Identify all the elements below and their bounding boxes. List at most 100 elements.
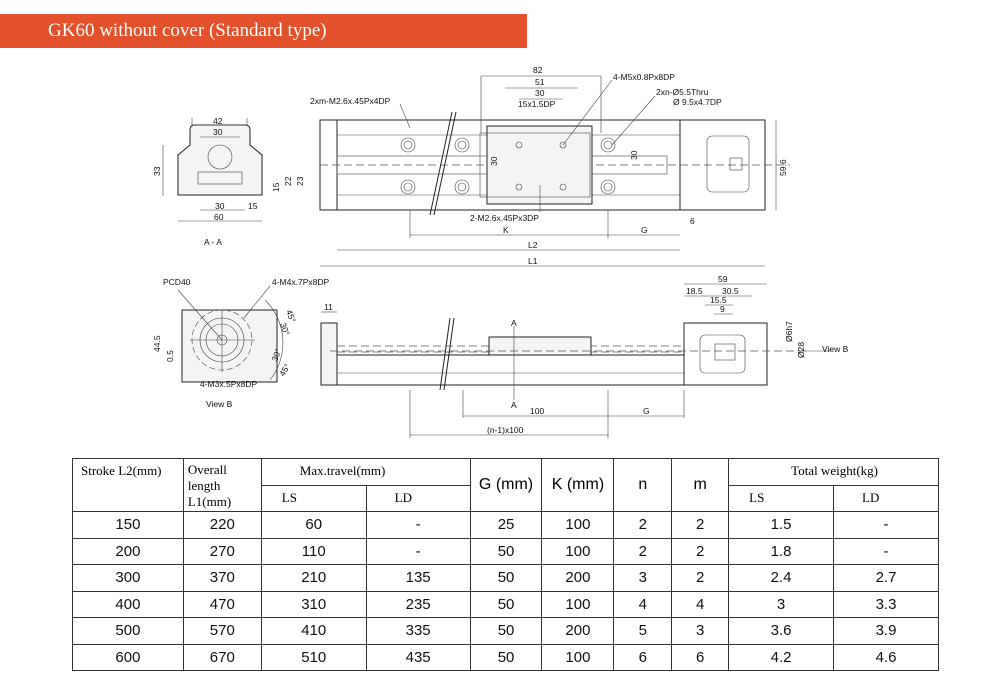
dimension-label: 4-M4x.7Px8DP [272,277,329,287]
cell-weight-ls: 1.8 [728,537,835,565]
cell-n: 4 [613,590,673,618]
cell-g: 50 [469,537,543,565]
cell-travel-ls: 410 [260,617,367,645]
dimension-label: K [503,225,509,235]
dimension-label: 59.6 [778,159,788,176]
dimension-label: (n-1)x100 [487,425,524,435]
dimension-label: 82 [533,65,543,75]
dimension-label: 42 [213,116,223,126]
cell-travel-ls: 110 [260,537,367,565]
dimension-label: 4-M5x0.8Px8DP [613,72,675,82]
dimension-label: 30.5 [722,286,739,296]
cell-stroke: 500 [72,617,184,645]
cell-n: 6 [613,643,673,671]
cell-g: 50 [469,564,543,592]
dimension-label: G [643,406,650,416]
cell-weight-ld: - [833,511,939,539]
dimension-label: 30 [215,201,225,211]
cell-overall-length: 570 [182,617,262,645]
header-k: K (mm) [541,458,615,512]
dimension-label: Ø 9.5x4.7DP [673,97,722,107]
dimension-label: 45° [284,308,298,324]
cell-travel-ls: 310 [260,590,367,618]
cell-n: 2 [613,511,673,539]
section-a-a: 42 30 33 15 22 23 30 15 60 A - A [152,116,305,247]
header-travel-ls: LS [260,485,367,512]
cell-weight-ld: 3.9 [833,617,939,645]
cell-travel-ld: 435 [365,643,471,671]
dimension-label: 51 [535,77,545,87]
cell-weight-ld: 3.3 [833,590,939,618]
dimension-label: 6 [690,216,695,226]
dimension-label: 30° [278,321,292,337]
dimension-label: View B [206,399,233,409]
cell-travel-ld: 235 [365,590,471,618]
dimension-label: 30 [629,150,639,160]
cell-k: 200 [541,564,615,592]
dimension-label: L1 [528,256,538,266]
cell-n: 3 [613,564,673,592]
dimension-label: 11 [324,302,333,312]
header-weight-ld: LD [833,485,939,512]
cell-weight-ld: 4.6 [833,643,939,671]
cell-stroke: 400 [72,590,184,618]
cell-g: 50 [469,617,543,645]
header-weight-ls: LS [728,485,835,512]
cell-travel-ld: 335 [365,617,471,645]
page-title: GK60 without cover (Standard type) [48,20,327,41]
dimension-label: 30 [213,127,223,137]
header-g: G (mm) [469,458,543,512]
cell-k: 100 [541,590,615,618]
dimension-label: 15.5 [710,295,727,305]
dimension-label: L2 [528,240,538,250]
cell-overall-length: 370 [182,564,262,592]
cell-travel-ld: - [365,537,471,565]
header-total-weight: Total weight(kg) [728,458,939,486]
cell-weight-ld: - [833,537,939,565]
cell-k: 200 [541,617,615,645]
cell-m: 4 [671,590,730,618]
cell-k: 100 [541,537,615,565]
cell-stroke: 150 [72,511,184,539]
dimension-label: 30 [535,88,545,98]
dimension-label: 15 [248,201,258,211]
dimension-label: 22 [283,176,293,186]
cell-g: 25 [469,511,543,539]
cell-weight-ls: 4.2 [728,643,835,671]
header-overall-length: Overall length L1(mm) [182,458,262,512]
dimension-label: 0.5 [165,350,175,362]
dimension-label: 18.5 [686,286,703,296]
dimension-label: 15 [271,182,281,192]
dimension-label: A [511,400,517,410]
header-n: n [613,458,673,512]
cell-overall-length: 220 [182,511,262,539]
cell-k: 100 [541,511,615,539]
dimension-label: View B [822,344,849,354]
header-max-travel: Max.travel(mm) [260,458,471,486]
dimension-label: 2xn-Ø5.5Thru [656,87,709,97]
cell-n: 5 [613,617,673,645]
cell-stroke: 200 [72,537,184,565]
cell-stroke: 600 [72,643,184,671]
dimension-label: G [641,225,648,235]
dimension-label: 100 [530,406,544,416]
title-banner: GK60 without cover (Standard type) [0,14,527,48]
dimension-label: Ø6h7 [784,321,794,342]
cell-m: 3 [671,617,730,645]
dimension-label: 59 [718,274,728,284]
cell-travel-ls: 210 [260,564,367,592]
dimension-label: A [511,318,517,328]
technical-drawing: 82 51 30 15x1.5DP 4-M5x0.8Px8DP 2xn-Ø5.5… [152,65,849,438]
cell-weight-ls: 1.5 [728,511,835,539]
cell-stroke: 300 [72,564,184,592]
cell-travel-ls: 510 [260,643,367,671]
cell-m: 2 [671,511,730,539]
cell-k: 100 [541,643,615,671]
dimension-label: 15x1.5DP [518,99,556,109]
